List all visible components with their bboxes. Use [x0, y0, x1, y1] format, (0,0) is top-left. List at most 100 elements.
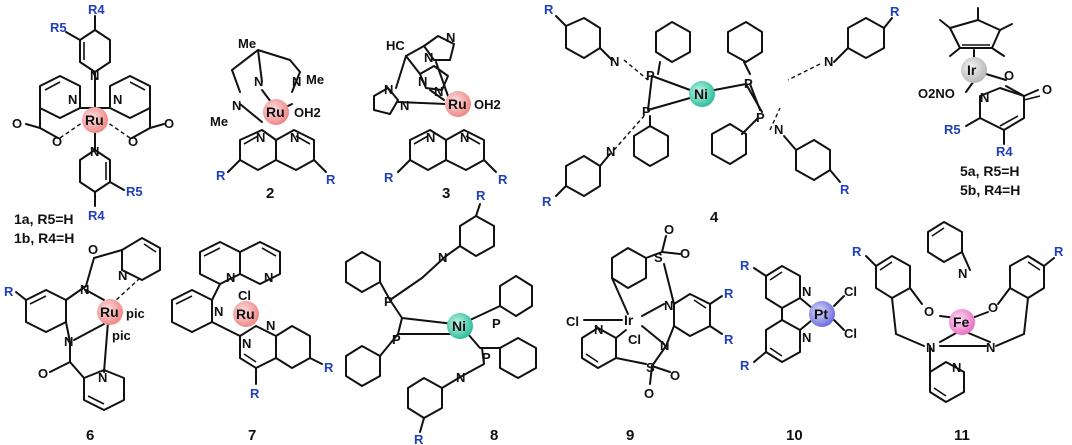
atom-label: Cl	[844, 284, 857, 299]
atom-label: O	[680, 246, 690, 261]
atom-label: O	[1042, 82, 1052, 97]
r-group-label: R	[250, 386, 260, 401]
atom-label: N	[418, 74, 427, 89]
svg-text:Ru: Ru	[100, 304, 119, 320]
atom-label: N	[460, 130, 469, 145]
atom-label: Cl	[844, 326, 857, 341]
metal-center-ru	[97, 299, 123, 325]
atom-label: N	[242, 336, 251, 351]
atom-label: P	[482, 350, 491, 365]
compound-number: 10	[786, 427, 803, 444]
r-group-label: R5	[944, 122, 961, 137]
r-group-label: R	[326, 172, 336, 187]
r-group-label: R	[740, 358, 750, 373]
atom-label: N	[292, 74, 301, 89]
atom-label: O	[128, 134, 138, 149]
atom-label: P	[642, 104, 651, 119]
svg-text:Ru: Ru	[448, 96, 467, 112]
svg-text:Ru: Ru	[236, 306, 255, 322]
compound-number: 6	[86, 427, 94, 444]
atom-label: O	[1004, 68, 1014, 83]
compound-8: Ni P P P P N N R R 8	[345, 188, 537, 445]
r-group-label: R4	[88, 208, 105, 223]
atom-label: Me	[306, 72, 324, 87]
atom-label: OH2	[294, 105, 321, 120]
r-group-label: R	[498, 172, 508, 187]
atom-label: N	[98, 370, 107, 385]
atom-label: N	[606, 144, 615, 159]
compound-5: Ir O2NO O O N R5 R4 5a, R5=H 5b, R4=H	[918, 7, 1052, 198]
r-group-label: R	[216, 168, 226, 183]
atom-label: O	[664, 222, 674, 237]
r-group-label: R	[414, 432, 424, 445]
atom-label: O	[644, 386, 654, 401]
atom-label: N	[90, 144, 99, 159]
atom-label: P	[756, 110, 765, 125]
atom-label: N	[802, 330, 811, 345]
compound-3: Ru HC N N N N N N OH2 N N R R 3	[373, 30, 508, 202]
r-group-label: R	[542, 194, 552, 209]
compound-number: 8	[490, 427, 498, 444]
atom-label: N	[400, 98, 409, 113]
compound-11: Fe N O O N N N R R 11	[852, 221, 1064, 444]
r-group-label: R4	[88, 2, 105, 17]
atom-label: N	[424, 50, 433, 65]
compound-4: Ni P P P P N N N N R R R R 4	[542, 2, 900, 226]
metal-center-ir	[961, 57, 987, 83]
atom-label: O	[38, 366, 48, 381]
r-group-label: R	[890, 4, 900, 19]
atom-label: N	[594, 322, 603, 337]
atom-label: HC	[386, 38, 405, 53]
atom-label: N	[664, 298, 673, 313]
atom-label: N	[426, 130, 435, 145]
r-group-label: R	[724, 286, 734, 301]
atom-label: pic	[126, 306, 145, 321]
atom-label: N	[660, 338, 669, 353]
atom-label: O	[924, 304, 934, 319]
compound-10: Pt N N Cl Cl R R 10	[740, 258, 857, 444]
atom-label: N	[90, 68, 99, 83]
r-group-label: R5	[126, 184, 143, 199]
svg-text:Ni: Ni	[694, 86, 708, 102]
atom-label: N	[610, 54, 619, 69]
compound-number: 7	[248, 427, 256, 444]
atom-label: O	[164, 116, 174, 131]
atom-label: N	[226, 270, 235, 285]
atom-label: N	[824, 54, 833, 69]
atom-label: P	[646, 68, 655, 83]
atom-label: N	[118, 268, 127, 283]
atom-label: N	[214, 304, 223, 319]
compound-7: Ru Cl N N N N N R R 7	[171, 241, 334, 444]
variant-label-5b: 5b, R4=H	[960, 182, 1020, 198]
atom-label: O	[12, 116, 22, 131]
atom-label: N	[80, 282, 89, 297]
metal-center-ru	[233, 301, 259, 327]
atom-label: P	[384, 294, 393, 309]
metal-center-ru	[445, 91, 471, 117]
atom-label: OH2	[474, 97, 501, 112]
svg-text:Ru: Ru	[85, 112, 104, 128]
compound-1: Ru N N N N O O O O R4 R5 R4 R5 1a, R5=H …	[12, 2, 174, 246]
metal-center-fe	[949, 309, 975, 335]
r-group-label: R5	[50, 20, 67, 35]
svg-text:Ir: Ir	[967, 62, 977, 78]
atom-label: N	[256, 130, 265, 145]
r-group-label: R	[4, 284, 14, 299]
svg-text:Ir: Ir	[624, 312, 634, 328]
metal-center-ni	[447, 313, 473, 339]
atom-label: O	[88, 242, 98, 257]
r-group-label: R4	[996, 144, 1013, 159]
r-group-label: R	[852, 244, 862, 259]
atom-label: S	[646, 360, 655, 375]
compound-number: 11	[954, 427, 970, 444]
metal-center-ni	[689, 81, 715, 107]
atom-label: N	[980, 90, 989, 105]
metal-center-ru	[82, 107, 108, 133]
atom-label: O	[52, 134, 62, 149]
compound-number: 9	[626, 427, 634, 444]
atom-label: N	[434, 84, 443, 99]
r-group-label: R	[1054, 244, 1064, 259]
r-group-label: R	[476, 188, 486, 203]
atom-label: N	[232, 98, 241, 113]
